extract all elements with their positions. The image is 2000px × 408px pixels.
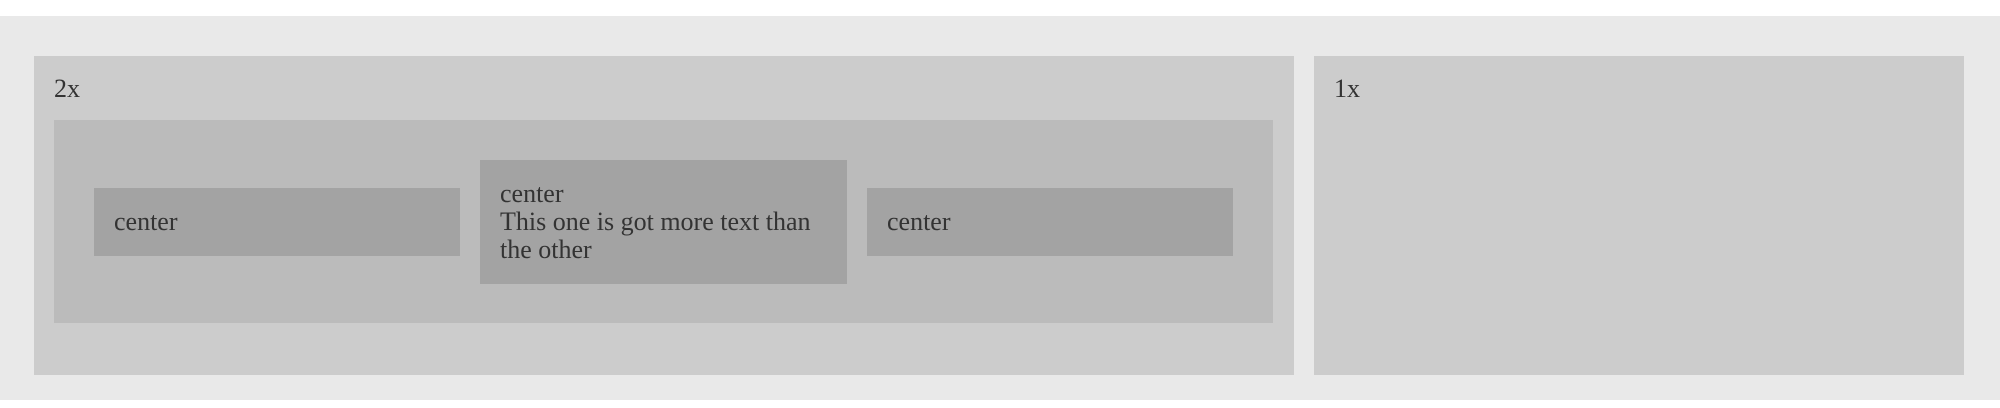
flex-cell-1: center	[94, 188, 460, 256]
flex-cell-2-title: center	[500, 179, 564, 208]
flex-cell-2-extra: This one is got more text than the other	[500, 207, 811, 264]
flex-cell-3-title: center	[887, 207, 951, 236]
flex-cell-1-title: center	[114, 207, 178, 236]
panel-2x-label: 2x	[54, 74, 80, 103]
panel-1x-label: 1x	[1334, 74, 1360, 103]
flex-cell-3: center	[867, 188, 1233, 256]
panel-2x: 2x center center This one is got more te…	[34, 56, 1294, 375]
outer-container: 2x center center This one is got more te…	[0, 16, 2000, 400]
flex-row-container: center center This one is got more text …	[54, 120, 1273, 323]
panel-1x: 1x	[1314, 56, 1964, 375]
flex-cell-2: center This one is got more text than th…	[480, 160, 847, 284]
